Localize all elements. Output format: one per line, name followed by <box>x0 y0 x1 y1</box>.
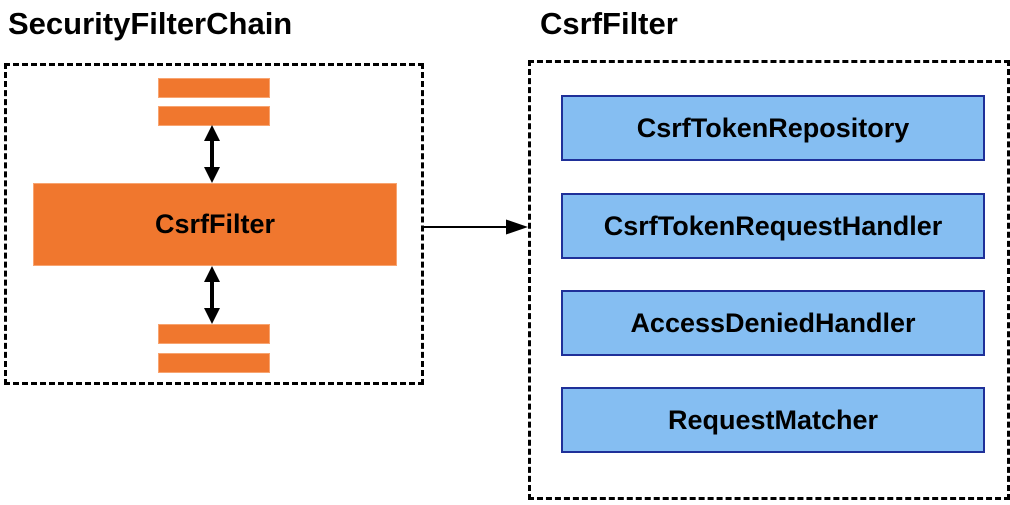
security-filter-chain-container: CsrfFilter <box>4 63 424 385</box>
component-label: RequestMatcher <box>667 404 879 435</box>
component-box-request-matcher: RequestMatcher <box>541 387 985 471</box>
flow-arrow-icon <box>424 219 528 235</box>
double-arrow-icon-top <box>204 125 220 183</box>
component-box-csrf-token-request-handler: CsrfTokenRequestHandler <box>541 193 985 277</box>
component-box-csrf-token-repository: CsrfTokenRepository <box>541 95 985 179</box>
csrf-filter-box: CsrfFilter <box>12 183 397 285</box>
csrf-filter-box-label: CsrfFilter <box>154 209 276 239</box>
csrf-filter-container: CsrfTokenRepository CsrfTokenRequestHand… <box>528 60 1010 500</box>
component-label: CsrfTokenRepository <box>636 112 910 143</box>
component-box-access-denied-handler: AccessDeniedHandler <box>541 290 985 374</box>
security-filter-chain-title: SecurityFilterChain <box>8 6 293 41</box>
double-arrow-icon-bottom <box>204 266 220 324</box>
component-label: AccessDeniedHandler <box>630 307 916 338</box>
component-label: CsrfTokenRequestHandler <box>603 210 943 241</box>
csrf-filter-title: CsrfFilter <box>540 6 678 41</box>
filter-placeholder-bar-2 <box>158 106 270 126</box>
filter-placeholder-bar-4 <box>158 353 270 373</box>
filter-placeholder-bar-3 <box>158 324 270 344</box>
filter-placeholder-bar-1 <box>158 78 270 98</box>
